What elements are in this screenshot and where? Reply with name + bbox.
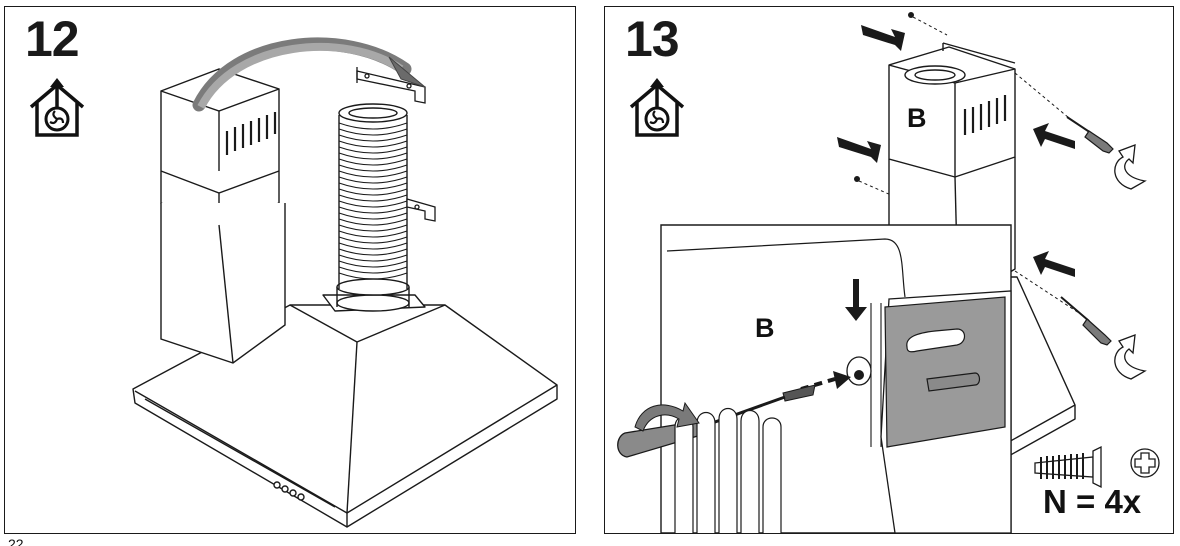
hood-canopy: [132, 304, 558, 528]
screw-icon: [1034, 445, 1102, 489]
hand: [674, 407, 782, 533]
phillips-head-icon: [1130, 448, 1160, 478]
part-label-b-detail: B: [755, 313, 775, 343]
step-13-illustration: [617, 12, 1160, 533]
screw-quantity: N = 4x: [1043, 483, 1142, 520]
chimney-cover: [160, 68, 286, 364]
step-12-illustration: [132, 37, 558, 528]
part-label-b: B: [907, 103, 927, 133]
step-number: 13: [625, 11, 680, 67]
screws: [854, 12, 914, 182]
detail-inset: [617, 224, 1012, 533]
push-arrows: [837, 25, 1075, 277]
duct-ribs: [338, 122, 408, 280]
ducted-extraction-house-icon: [29, 78, 85, 137]
step-12-panel: 12: [4, 6, 576, 534]
rotate-arrows: [1114, 144, 1147, 380]
page-number: 22: [8, 536, 24, 546]
ducted-extraction-house-icon: [629, 78, 685, 137]
step-number: 12: [25, 11, 80, 67]
screwdriver-icon: [1060, 116, 1114, 346]
chimney-vents: [225, 112, 277, 155]
chimney-vents: [963, 95, 1007, 135]
step-13-panel: 13: [604, 6, 1174, 534]
